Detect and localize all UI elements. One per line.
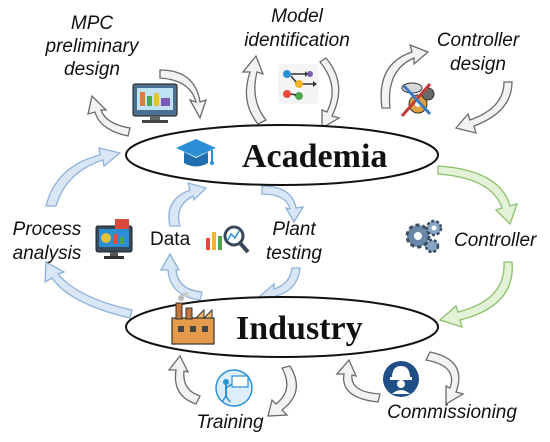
arrow-academia-to-mpc bbox=[87, 94, 131, 137]
arrow-academia-to-plant bbox=[261, 185, 305, 224]
factory-icon bbox=[171, 291, 215, 345]
presentation-training-icon bbox=[215, 369, 253, 407]
industry-label: Industry bbox=[236, 310, 363, 347]
arrow-model-to-academia bbox=[319, 57, 341, 130]
computer-screen-icon bbox=[132, 83, 178, 123]
academia-label: Academia bbox=[242, 138, 387, 175]
plant-label-line2: testing bbox=[266, 243, 322, 264]
plant-label-line1: Plant bbox=[272, 219, 316, 240]
chart-magnifier-icon bbox=[206, 225, 250, 254]
arrow-process-to-academia bbox=[45, 147, 122, 207]
arrow-academia-to-model bbox=[241, 54, 268, 125]
data-label: Data bbox=[150, 229, 191, 250]
design-tools-icon bbox=[400, 82, 435, 117]
training-label: Training bbox=[196, 412, 264, 433]
arrow-industry-to-process bbox=[44, 260, 133, 319]
graduation-cap-icon bbox=[176, 139, 216, 167]
arrow-data-to-academia bbox=[168, 182, 208, 227]
controller-design-label-line1: Controller bbox=[437, 30, 520, 51]
model-label-line1: Model bbox=[271, 6, 324, 27]
arrow-industry-to-commissioning bbox=[425, 351, 465, 406]
arrow-controller-to-industry bbox=[438, 261, 513, 328]
mpc-label-line1: MPC bbox=[71, 13, 114, 34]
arrow-training-to-industry bbox=[167, 354, 201, 405]
process-label-line2: analysis bbox=[13, 243, 82, 264]
arrow-academia-to-controller-design bbox=[380, 43, 430, 109]
monitor-dashboard-icon bbox=[95, 219, 133, 259]
engineer-badge-icon bbox=[383, 361, 419, 397]
arrow-commissioning-to-industry bbox=[335, 358, 381, 403]
arrow-plant-to-industry bbox=[258, 267, 301, 305]
gears-icon bbox=[405, 219, 443, 254]
arrow-controller-design-to-academia bbox=[454, 81, 513, 134]
model-label-line2: identification bbox=[244, 30, 350, 51]
controller-label: Controller bbox=[454, 230, 537, 251]
controller-design-label-line2: design bbox=[450, 54, 506, 75]
arrow-academia-to-controller bbox=[437, 165, 519, 226]
mpc-label-line2: preliminary bbox=[45, 36, 140, 57]
academia-ellipse bbox=[125, 124, 439, 186]
process-label-line1: Process bbox=[13, 219, 82, 240]
commissioning-label: Commissioning bbox=[387, 402, 517, 423]
arrow-industry-to-training bbox=[267, 365, 298, 417]
mpc-label-line3: design bbox=[64, 59, 120, 80]
arrow-mpc-to-academia bbox=[159, 69, 208, 120]
arrow-industry-to-data bbox=[159, 252, 203, 301]
flowchart-icon bbox=[278, 64, 318, 104]
